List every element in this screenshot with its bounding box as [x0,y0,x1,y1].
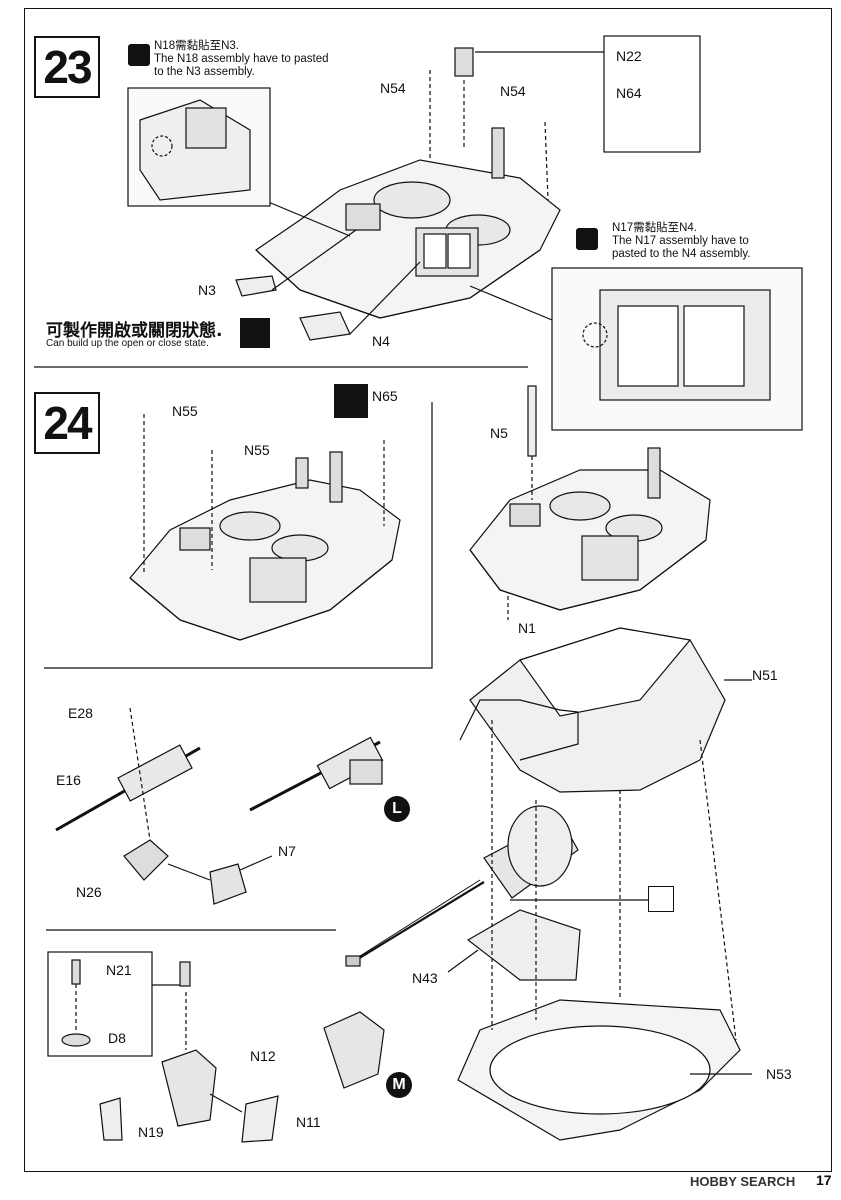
label-n55-first: N55 [172,403,198,419]
label-n4: N4 [372,333,390,349]
glue-icon [576,228,598,250]
open-close-note-zh: 可製作開啟或關閉狀態. [46,321,223,341]
n17-note-en-2: pasted to the N4 assembly. [612,248,751,260]
label-n1: N1 [518,620,536,636]
watermark: HOBBY SEARCH [690,1174,796,1189]
glue-icon [128,44,150,66]
option-icon [334,384,368,418]
step-24-number: 24 [34,392,100,454]
label-n21: N21 [106,962,132,978]
label-n54-left: N54 [380,80,406,96]
label-n12: N12 [250,1048,276,1064]
label-n65: N65 [372,388,398,404]
label-d8: D8 [108,1030,126,1046]
label-n53: N53 [766,1066,792,1082]
label-n55-second: N55 [244,442,270,458]
open-close-note-en: Can build up the open or close state. [46,338,209,349]
label-n51: N51 [752,667,778,683]
label-n26: N26 [76,884,102,900]
label-e28: E28 [68,705,93,721]
label-n64: N64 [616,85,642,101]
n18-note-en-1: The N18 assembly have to pasted [154,53,329,65]
n17-note-en-1: The N17 assembly have to [612,235,749,247]
label-n11: N11 [296,1114,321,1130]
page-frame [24,8,832,1172]
do-not-glue-icon [648,886,674,912]
label-n22: N22 [616,48,642,64]
page-number: 17 [816,1172,832,1188]
label-n19: N19 [138,1124,164,1140]
n17-note-zh: N17需黏貼至N4. [612,222,697,234]
n18-note-zh: N18需黏貼至N3. [154,40,239,52]
label-n7: N7 [278,843,296,859]
variant-badge-l: L [384,796,410,822]
n18-note-en-2: to the N3 assembly. [154,66,255,78]
label-n5: N5 [490,425,508,441]
step-23-number: 23 [34,36,100,98]
label-n3: N3 [198,282,216,298]
variant-badge-m: M [386,1072,412,1098]
label-n54-right: N54 [500,83,526,99]
option-icon [240,318,270,348]
label-e16: E16 [56,772,81,788]
label-n43: N43 [412,970,438,986]
